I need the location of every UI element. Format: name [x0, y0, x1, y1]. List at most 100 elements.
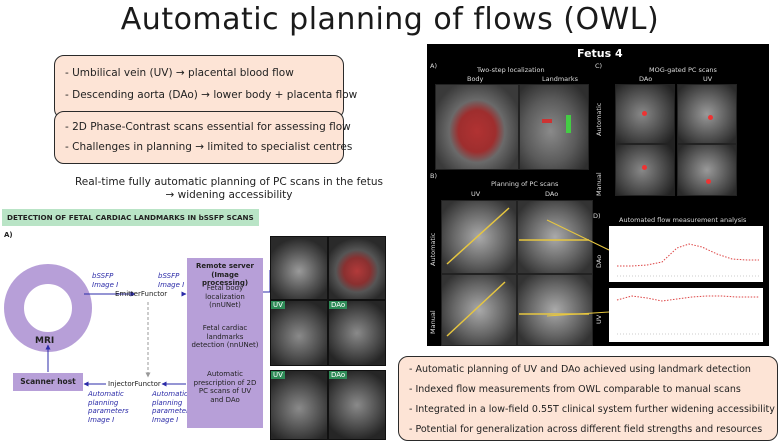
step1-line-3: (nnUNet) [209, 301, 241, 309]
diagram-banner: DETECTION OF FETAL CARDIAC LANDMARKS IN … [2, 209, 259, 226]
figure-title: Fetus 4 [577, 47, 623, 60]
thumb-body-segmented [328, 236, 386, 300]
remote-server-panel: Remote server (Image processing) Fetal b… [187, 258, 263, 428]
link-to-dao-plot [546, 219, 610, 251]
mri-label: MRI [35, 336, 55, 346]
mri-ring [4, 264, 92, 352]
pc-scan-dao-auto [615, 84, 675, 144]
step1-line-2: localization [205, 292, 245, 301]
step3-line-4: and DAo [210, 395, 240, 404]
plan-scan-uv-manual [441, 274, 517, 346]
step-body-localization: Fetal body localization (nnUNet) [187, 284, 263, 310]
panel-b-title: Planning of PC scans [491, 180, 559, 188]
panel-b-uv: UV [471, 190, 481, 198]
auto-left-line-4: Image I [88, 415, 115, 424]
auto-params-left: Automatic planning parameters Image I [88, 390, 129, 424]
panel-c-uv: UV [703, 75, 713, 83]
landmark-marker-red [542, 119, 552, 123]
dao-flow-trace [617, 243, 759, 267]
panel-a-label: A) [430, 62, 437, 70]
panel-c-title: MOG-gated PC scans [649, 66, 717, 74]
realtime-line-1: Real-time fully automatic planning of PC… [74, 176, 384, 188]
auto-right-line-2: planning [152, 398, 183, 407]
step3-line-2: prescription of 2D [193, 378, 257, 387]
flow-plot-uv [609, 288, 763, 342]
flow-plot-dao [609, 226, 763, 282]
anatomy-box: - Umbilical vein (UV) → placental blood … [54, 55, 358, 119]
step3-line-1: Automatic [207, 370, 243, 378]
thumb-dao-tag: DAo [329, 301, 348, 309]
landmark-marker-green [566, 115, 571, 133]
auto-params-right: Automatic planning parameters Image I [152, 390, 193, 424]
plan-scan-dao-auto [517, 200, 593, 274]
thumb-uv-tag: UV [271, 301, 285, 309]
scan-landmarks [519, 84, 589, 170]
auto-left-line-3: parameters [88, 407, 129, 415]
step-landmark-detection: Fetal cardiac landmarks detection (nnUNe… [187, 324, 263, 350]
bssfp-left-label: bSSFP Image I [92, 272, 118, 290]
pc-scan-uv-manual [677, 144, 737, 196]
panel-d-label: D) [593, 212, 601, 220]
emitter-label: EmitterFunctor [115, 290, 168, 298]
challenge-line-planning: - Challenges in planning → limited to sp… [65, 141, 353, 153]
remote-title-line-1: Remote server [196, 262, 254, 270]
pc-dao-auto-dot [642, 111, 647, 116]
auto-left-line-1: Automatic [88, 390, 124, 398]
panel-b-dao: DAo [545, 190, 559, 198]
thumb-landmarks-uv: UV [270, 300, 328, 366]
bssfp-right-label: bSSFP Image I [158, 272, 184, 290]
step3-line-3: PC scans of UV [198, 387, 252, 395]
step1-line-1: Fetal body [206, 284, 244, 292]
pc-uv-auto-dot [708, 115, 713, 120]
thumb-plan-dao: DAo [328, 370, 386, 440]
panel-c-dao: DAo [639, 75, 653, 83]
conclusions-box: - Automatic planning of UV and DAo achie… [398, 356, 778, 441]
auto-left-line-2: planning [88, 398, 119, 407]
step-pc-prescription: Automatic prescription of 2D PC scans of… [187, 370, 263, 404]
bssfp-left-line-1: bSSFP [92, 272, 114, 280]
auto-right-line-4: Image I [152, 415, 179, 424]
thumb-body-plain [270, 236, 328, 300]
uv-flow-trace [616, 295, 759, 302]
conclusion-line-4: - Potential for generalization across di… [409, 424, 763, 435]
thumb-plan-uv: UV [270, 370, 328, 440]
scan-body [435, 84, 519, 170]
thumb-landmarks-dao: DAo [328, 300, 386, 366]
thumb-plan-dao-tag: DAo [329, 371, 348, 379]
pc-uv-manual-dot [706, 179, 711, 184]
challenge-line-pc: - 2D Phase-Contrast scans essential for … [65, 121, 351, 133]
panel-d-title: Automated flow measurement analysis [619, 216, 747, 224]
panel-a-title: Two-step localization [477, 66, 545, 74]
results-figure: Fetus 4 A) Two-step localization Body La… [427, 44, 769, 346]
panel-b-label: B) [430, 172, 437, 180]
step2-line-1: Fetal cardiac [202, 324, 248, 332]
panel-a-landmarks: Landmarks [542, 75, 578, 83]
plan-line-uv-auto [446, 207, 510, 265]
conclusion-line-3: - Integrated in a low-field 0.55T clinic… [409, 404, 775, 415]
conclusion-line-1: - Automatic planning of UV and DAo achie… [409, 364, 751, 375]
bssfp-right-line-1: bSSFP [158, 272, 180, 280]
thumb-plan-uv-tag: UV [271, 371, 285, 379]
panel-c-label: C) [595, 62, 603, 70]
pc-dao-manual-dot [642, 165, 647, 170]
challenge-box: - 2D Phase-Contrast scans essential for … [54, 111, 353, 164]
bssfp-right-line-2: Image I [158, 281, 185, 289]
bssfp-left-line-2: Image I [92, 281, 119, 289]
step2-line-3: detection (nnUNet) [191, 341, 259, 349]
remote-server-title: Remote server (Image processing) [187, 262, 263, 288]
auto-right-line-3: parameters [152, 407, 193, 415]
auto-right-line-1: Automatic [152, 390, 188, 398]
panel-a-body: Body [467, 75, 484, 83]
realtime-line-2: → widening accessibility [165, 189, 293, 201]
remote-title-line-2: (Image processing) [201, 270, 249, 288]
scanner-host-box: Scanner host [13, 373, 83, 391]
diagram-panel-label: A) [4, 231, 13, 239]
pc-scan-uv-auto [677, 84, 737, 144]
conclusion-line-2: - Indexed flow measurements from OWL com… [409, 384, 741, 395]
pc-scan-dao-manual [615, 144, 675, 196]
figure-overlay-lines [446, 207, 759, 337]
link-to-uv-plot [546, 311, 610, 317]
anatomy-line-dao: - Descending aorta (DAo) → lower body + … [65, 89, 358, 101]
injector-label: InjectorFunctor [108, 380, 161, 388]
